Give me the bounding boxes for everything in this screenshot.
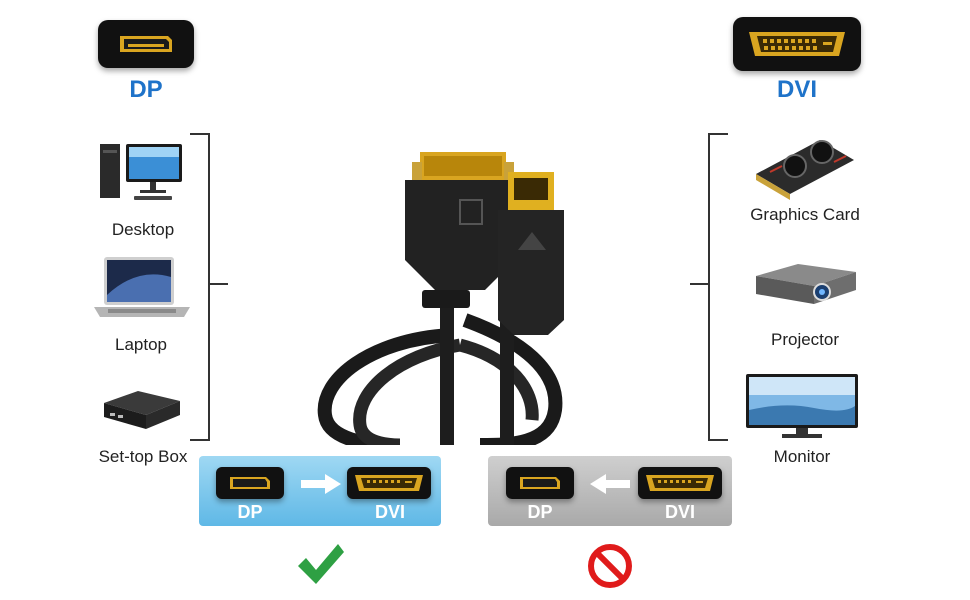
check-icon <box>298 544 344 584</box>
device-label-set-top-box: Set-top Box <box>98 447 188 466</box>
dvi-port-small-2 <box>638 467 722 499</box>
device-label-projector: Projector <box>770 330 840 349</box>
direction-from-label: DP <box>237 502 263 522</box>
dp-port-small-2 <box>506 467 574 499</box>
dp-port-icon <box>120 36 172 52</box>
dvi-port-small-icon <box>355 475 423 491</box>
right-bracket <box>708 133 728 441</box>
projector-icon <box>756 264 856 304</box>
direction-box-unsupported: DP DVI <box>488 456 732 526</box>
monitor-icon <box>746 374 858 438</box>
direction-box-supported: DP DVI <box>199 456 441 526</box>
right-bracket-tick <box>690 283 708 285</box>
arrow-left-icon <box>590 474 630 494</box>
dp-port-small-2-icon <box>520 477 560 489</box>
dp-to-dvi-cable-image <box>317 152 564 445</box>
set-top-box-icon <box>104 391 180 429</box>
dp-port-badge <box>98 20 194 68</box>
dvi-port-badge <box>733 17 861 71</box>
dp-port-small <box>216 467 284 499</box>
device-label-laptop: Laptop <box>115 335 167 354</box>
desktop-icon <box>100 144 182 200</box>
dvi-port-small-2-icon <box>646 475 714 491</box>
direction-to-label: DVI <box>374 502 405 522</box>
device-label-monitor: Monitor <box>773 447 831 466</box>
dp-port-small-icon <box>230 477 270 489</box>
laptop-icon <box>94 257 190 317</box>
dvi-port-small <box>347 467 431 499</box>
dp-title: DP <box>129 76 163 103</box>
dvi-title: DVI <box>776 76 817 103</box>
direction-to-label-2: DVI <box>664 502 695 522</box>
dvi-port-icon <box>749 32 845 56</box>
arrow-right-icon <box>301 474 341 494</box>
direction-from-label-2: DP <box>527 502 553 522</box>
graphics-card-icon <box>756 140 854 200</box>
prohibited-icon <box>588 544 632 588</box>
left-bracket <box>190 133 210 441</box>
device-label-graphics-card: Graphics Card <box>750 205 860 224</box>
left-bracket-tick <box>210 283 228 285</box>
device-label-desktop: Desktop <box>111 220 175 239</box>
